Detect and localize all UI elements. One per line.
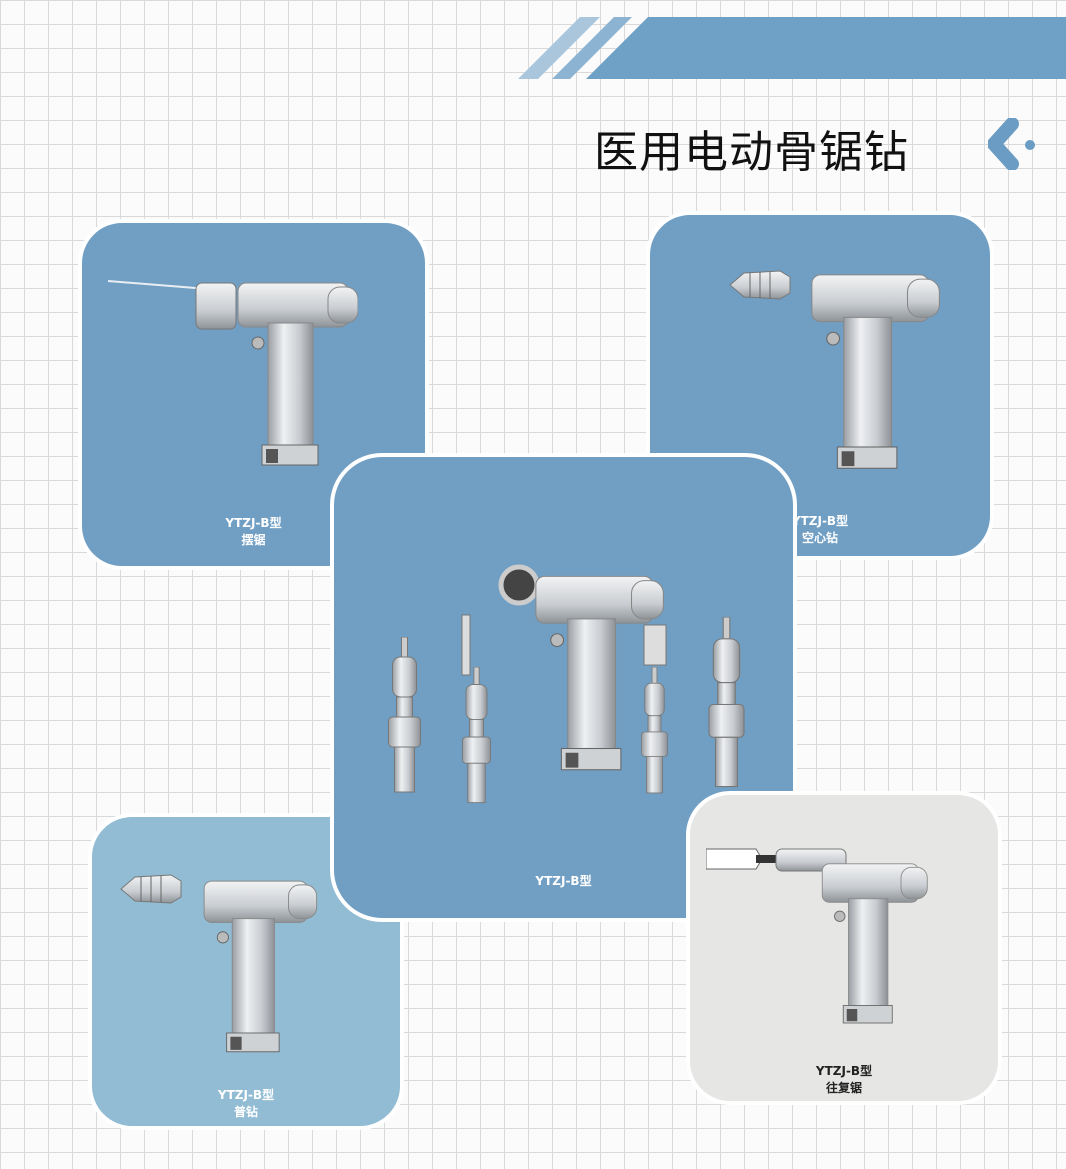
product-card-oscillating-saw[interactable]: YTZJ-B型摆锯	[78, 219, 429, 570]
product-card-reciprocating-saw[interactable]: YTZJ-B型往复锯	[686, 791, 1002, 1105]
product-card-system[interactable]: YTZJ-B型	[330, 453, 797, 922]
page-title: 医用电动骨锯钻	[594, 127, 909, 178]
card-label: YTZJ-B型	[535, 874, 592, 888]
cannulated-drill-image	[729, 270, 940, 469]
card-label: YTZJ-B型摆锯	[225, 516, 282, 547]
saw-blade	[461, 614, 471, 676]
oscillating-saw-image	[108, 280, 358, 466]
chevron-left-dot-icon	[988, 118, 1035, 170]
card-label: YTZJ-B型往复锯	[815, 1064, 873, 1095]
standard-drill-image	[120, 874, 318, 1053]
card-label: YTZJ-B型普钻	[217, 1088, 275, 1119]
card-label: YTZJ-B型空心钻	[791, 514, 849, 545]
header-banner	[518, 17, 1066, 79]
drill-system-image	[387, 564, 745, 804]
reciprocating-saw-image	[706, 848, 928, 1024]
